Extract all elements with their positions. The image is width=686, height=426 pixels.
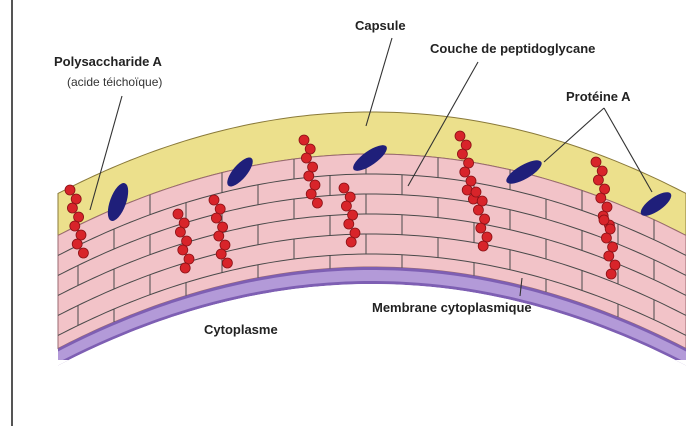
bead: [339, 183, 349, 193]
bead: [471, 187, 481, 197]
bead: [476, 223, 486, 233]
label-membrane: Membrane cytoplasmique: [372, 300, 532, 315]
bead: [591, 157, 601, 167]
bead: [209, 195, 219, 205]
bead: [478, 241, 488, 251]
bead: [178, 245, 188, 255]
bead: [76, 230, 86, 240]
bead: [74, 212, 84, 222]
bead: [211, 213, 221, 223]
bead: [310, 180, 320, 190]
bead: [477, 196, 487, 206]
bead: [222, 258, 232, 268]
bead: [460, 167, 470, 177]
bead: [215, 204, 225, 214]
label-protein-a: Protéine A: [566, 89, 631, 104]
bead: [305, 144, 315, 154]
bead: [304, 171, 314, 181]
label-capsule: Capsule: [355, 18, 406, 33]
bead: [182, 236, 192, 246]
bead: [455, 131, 465, 141]
bead: [600, 184, 610, 194]
bead: [596, 193, 606, 203]
bead: [346, 237, 356, 247]
bead: [466, 176, 476, 186]
bead: [175, 227, 185, 237]
bead: [216, 249, 226, 259]
bead: [218, 222, 228, 232]
bead: [65, 185, 75, 195]
bead: [173, 209, 183, 219]
bead: [464, 158, 474, 168]
label-polysaccharide: Polysaccharide A: [54, 54, 163, 69]
bead: [179, 218, 189, 228]
bead: [306, 189, 316, 199]
bead: [597, 166, 607, 176]
bead: [461, 140, 471, 150]
label-peptidoglycan: Couche de peptidoglycane: [430, 41, 595, 56]
bead: [345, 192, 355, 202]
bead: [301, 153, 311, 163]
bead: [602, 202, 612, 212]
bead: [606, 269, 616, 279]
bead: [308, 162, 318, 172]
bead: [610, 260, 620, 270]
bead: [72, 239, 82, 249]
bead: [605, 224, 615, 234]
bead: [299, 135, 309, 145]
bead: [480, 214, 490, 224]
bead: [312, 198, 322, 208]
bead: [348, 210, 358, 220]
bead: [184, 254, 194, 264]
bead: [220, 240, 230, 250]
bead: [604, 251, 614, 261]
bead: [180, 263, 190, 273]
bead: [71, 194, 81, 204]
bead: [608, 242, 618, 252]
label-cytoplasm: Cytoplasme: [204, 322, 278, 337]
bead: [473, 205, 483, 215]
bead: [78, 248, 88, 258]
bead: [593, 175, 603, 185]
bead: [214, 231, 224, 241]
bead: [599, 215, 609, 225]
bead: [601, 233, 611, 243]
bead: [350, 228, 360, 238]
bead: [482, 232, 492, 242]
bead: [67, 203, 77, 213]
bead: [344, 219, 354, 229]
bead: [462, 185, 472, 195]
bead: [457, 149, 467, 159]
label-polysaccharide-sub: (acide téichoïque): [67, 75, 162, 89]
bead: [70, 221, 80, 231]
bead: [341, 201, 351, 211]
